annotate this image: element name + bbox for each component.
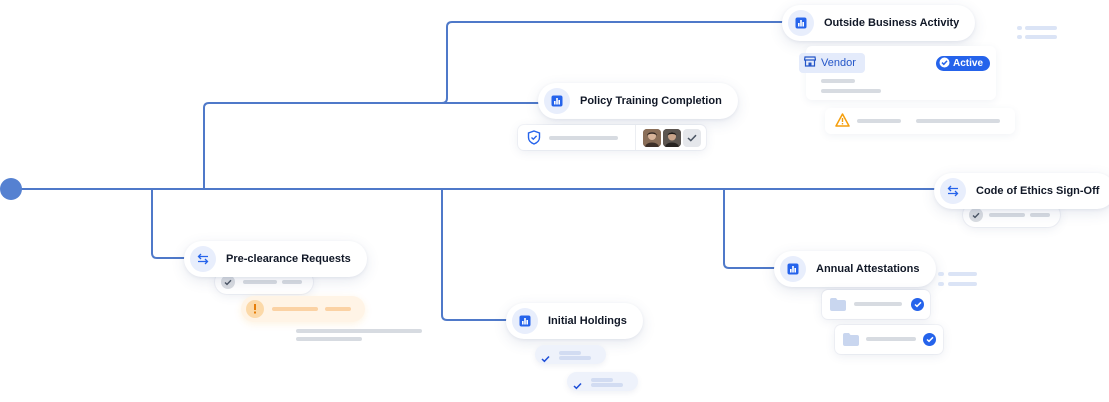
node-initial-holdings[interactable]: Initial Holdings: [506, 303, 643, 339]
node-label: Code of Ethics Sign-Off: [976, 185, 1100, 197]
placeholder-line: [916, 119, 1000, 123]
status-badge-label: Active: [953, 58, 984, 69]
placeholder-line: [282, 280, 302, 284]
placeholder-line: [866, 337, 916, 341]
bar-chart-icon: [512, 308, 538, 334]
placeholder-line: [325, 307, 351, 311]
node-label: Outside Business Activity: [824, 17, 960, 29]
holdings-item: [535, 345, 606, 364]
folder-icon: [843, 333, 859, 351]
placeholder-line: [296, 337, 362, 341]
shield-check-icon: [527, 130, 541, 150]
node-label: Pre-clearance Requests: [226, 253, 351, 265]
placeholder-line: [857, 119, 901, 123]
connector-pre-clearance: [151, 188, 197, 259]
holdings-item: [567, 372, 638, 391]
placeholder-line: [821, 79, 855, 83]
check-icon: [573, 377, 582, 395]
check-icon: [911, 298, 924, 311]
node-annual-attestations[interactable]: Annual Attestations: [774, 251, 936, 287]
node-label: Initial Holdings: [548, 315, 627, 327]
root-node-dot: [0, 178, 22, 200]
placeholder-line: [559, 351, 581, 355]
placeholder-line: [296, 329, 422, 333]
bar-chart-icon: [788, 10, 814, 36]
placeholder-line: [591, 378, 613, 382]
attestation-file-row: [835, 325, 943, 354]
alert-circle-icon: [246, 300, 264, 318]
alert-row: [241, 296, 365, 322]
check-icon: [541, 350, 550, 368]
placeholder-line: [854, 302, 902, 306]
avatar: [643, 129, 661, 147]
connector-annual-attestations: [723, 188, 787, 269]
placeholder-line: [272, 307, 318, 311]
placeholder-line: [821, 89, 881, 93]
placeholder-line: [1030, 213, 1050, 217]
placeholder-line: [591, 383, 623, 387]
node-outside-business-activity[interactable]: Outside Business Activity: [782, 5, 976, 41]
avatar: [663, 129, 681, 147]
placeholder-line: [989, 213, 1025, 217]
check-icon: [969, 208, 983, 222]
node-label: Policy Training Completion: [580, 95, 722, 107]
divider: [635, 125, 636, 150]
transfer-arrows-icon: [940, 178, 966, 204]
warning-card: [825, 108, 1015, 134]
vendor-tag-label: Vendor: [821, 57, 856, 69]
folder-icon: [830, 298, 846, 316]
connector-initial-holdings: [441, 188, 517, 321]
placeholder-line: [559, 356, 591, 360]
check-icon: [683, 129, 701, 147]
node-label: Annual Attestations: [816, 263, 920, 275]
store-icon: [803, 56, 817, 70]
attestation-file-row: [822, 290, 930, 319]
node-policy-training-completion[interactable]: Policy Training Completion: [538, 83, 738, 119]
vendor-tag: Vendor: [799, 53, 865, 73]
transfer-arrows-icon: [190, 246, 216, 272]
bar-chart-icon: [544, 88, 570, 114]
placeholder-line: [549, 136, 618, 140]
status-badge: Active: [936, 56, 990, 71]
check-icon: [221, 275, 235, 289]
check-circle-icon: [939, 57, 950, 71]
warning-triangle-icon: [835, 113, 850, 132]
placeholder-line: [243, 280, 277, 284]
connector-outside-business: [203, 21, 791, 190]
node-pre-clearance-requests[interactable]: Pre-clearance Requests: [184, 241, 367, 277]
node-code-of-ethics-signoff[interactable]: Code of Ethics Sign-Off: [934, 173, 1109, 209]
bar-chart-icon: [780, 256, 806, 282]
check-icon: [923, 333, 936, 346]
